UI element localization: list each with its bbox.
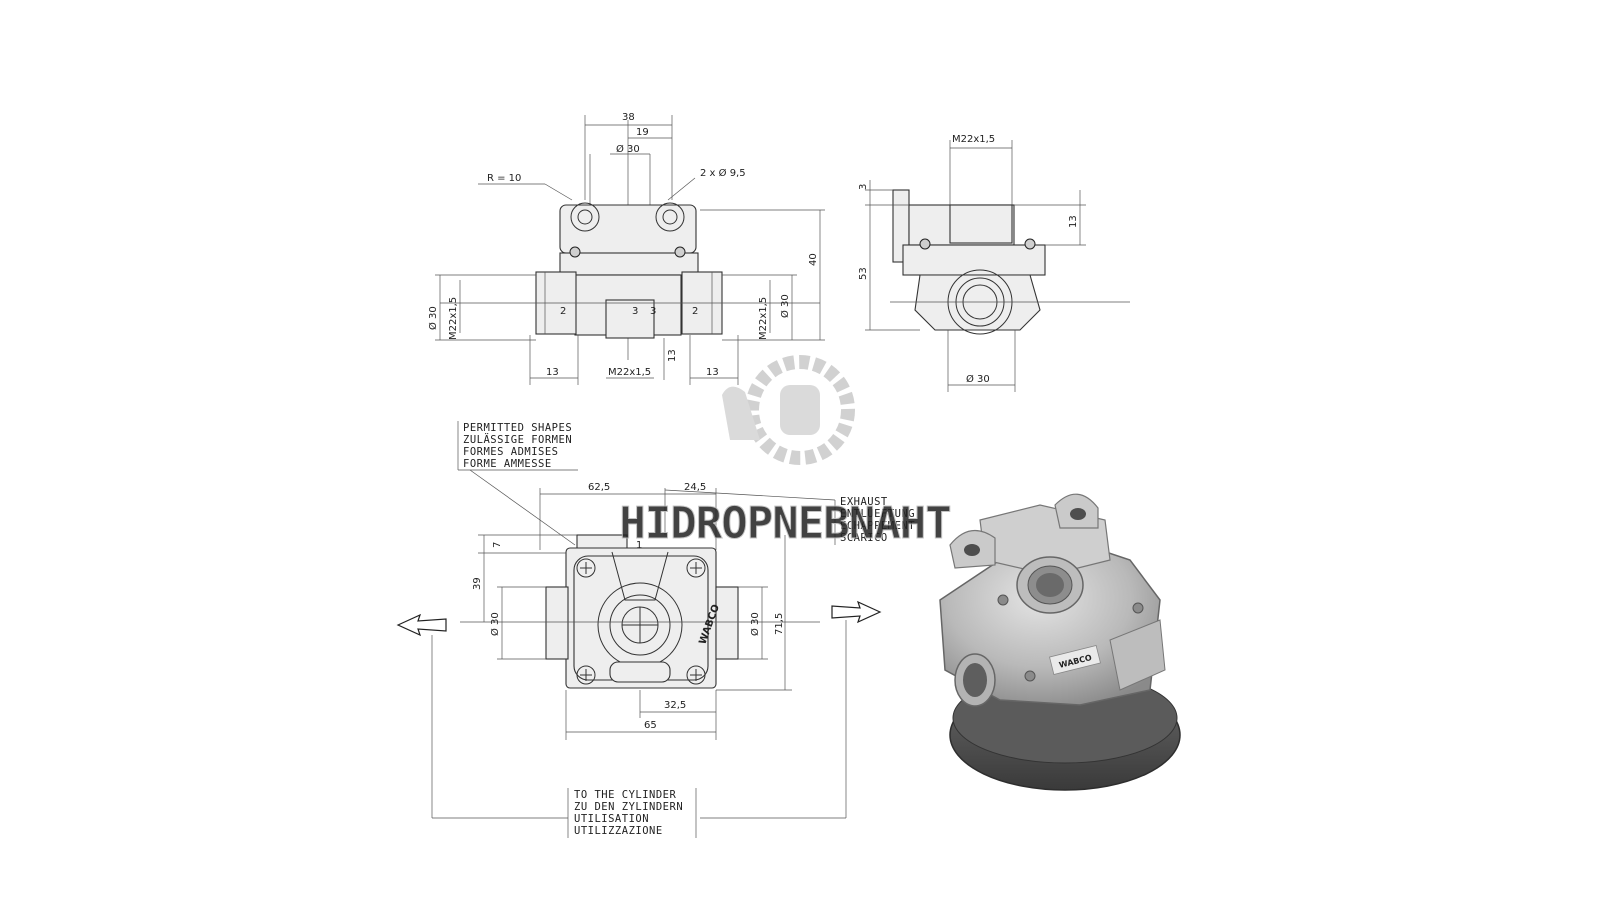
side-view: M22x1,5 3 53 13 Ø 30 (858, 134, 1130, 392)
exhaust-note: EXHAUST ENTLUEFTUNG ECHAPPEMENT SCARICO (664, 489, 915, 545)
dim-thread-top: M22x1,5 (952, 134, 995, 145)
port-1: 1 (636, 540, 642, 551)
valve-photo: WABCO (939, 493, 1181, 791)
dim-thread-right: M22x1,5 (758, 297, 769, 340)
dim-diameter-30-left: Ø 30 (427, 306, 439, 330)
dim-diameter-30-right: Ø 30 (779, 294, 791, 318)
dim-thread-left: M22x1,5 (448, 297, 459, 340)
to-cylinder-de: ZU DEN ZYLINDERN (574, 801, 683, 813)
dim-radius: R = 10 (487, 173, 521, 184)
dim-diameter-30-side: Ø 30 (966, 373, 990, 385)
flow-arrow-right (831, 600, 882, 624)
to-cylinder-fr: UTILISATION (574, 813, 649, 825)
watermark-logo (722, 355, 855, 465)
dim-13-bottom: 13 (667, 349, 678, 362)
watermark: HIDROPNEBNAHT (619, 355, 952, 550)
dim-holes: 2 x Ø 9,5 (700, 167, 746, 179)
dim-13-side: 13 (1068, 215, 1079, 228)
exhaust-en: EXHAUST (840, 496, 888, 508)
permitted-shapes-it: FORME AMMESSE (463, 458, 552, 470)
dim-thread-bottom: M22x1,5 (608, 367, 651, 378)
dim-71-5: 71,5 (774, 613, 785, 635)
dim-40: 40 (808, 253, 819, 266)
to-cylinder-en: TO THE CYLINDER (574, 789, 677, 801)
lower-body (914, 274, 1041, 331)
exhaust-fr: ECHAPPEMENT (840, 520, 915, 532)
dim-53: 53 (858, 267, 869, 280)
exhaust-port (605, 299, 655, 339)
exhaust-it: SCARICO (840, 532, 888, 544)
flow-arrow-left (396, 613, 447, 637)
dim-diameter-30-top-left: Ø 30 (489, 612, 501, 636)
exhaust-de: ENTLUEFTUNG (840, 508, 915, 520)
dim-19: 19 (636, 127, 649, 138)
right-port (715, 586, 739, 660)
permitted-shapes-en: PERMITTED SHAPES (463, 422, 572, 434)
dim-38: 38 (622, 112, 635, 123)
top-view: PERMITTED SHAPES ZULÄSSIGE FORMEN FORMES… (396, 421, 915, 838)
to-cylinder-it: UTILIZZAZIONE (574, 825, 663, 837)
screw-top-right (686, 558, 706, 578)
permitted-shapes-fr: FORMES ADMISES (463, 446, 559, 458)
dim-diameter-30-top: Ø 30 (616, 143, 640, 155)
dim-39: 39 (472, 577, 483, 590)
port-3-b: 3 (650, 306, 656, 317)
dim-diameter-30-top-right: Ø 30 (749, 612, 761, 636)
screw-bottom-right (686, 665, 706, 685)
screw-bottom-left (576, 665, 596, 685)
dim-32-5: 32,5 (664, 700, 686, 711)
dim-62-5: 62,5 (588, 482, 610, 493)
permitted-shapes-de: ZULÄSSIGE FORMEN (463, 433, 572, 446)
port-2-right: 2 (692, 306, 698, 317)
inlet-port (949, 204, 1013, 244)
to-cylinder-note: TO THE CYLINDER ZU DEN ZYLINDERN UTILISA… (567, 788, 697, 838)
dim-24-5: 24,5 (684, 482, 706, 493)
dim-65: 65 (644, 720, 657, 731)
screw-top-left (576, 558, 596, 578)
port-3-a: 3 (632, 306, 638, 317)
left-port (545, 586, 569, 660)
dim-13-right: 13 (706, 367, 719, 378)
permitted-shapes-note: PERMITTED SHAPES ZULÄSSIGE FORMEN FORMES… (457, 421, 578, 546)
middle-body (902, 244, 1046, 276)
front-view: 38 19 Ø 30 2 x Ø 9,5 R = 10 2 2 3 3 Ø 30 (427, 112, 825, 385)
dim-7: 7 (492, 542, 503, 548)
dim-13-left: 13 (546, 367, 559, 378)
watermark-text: HIDROPNEBNAHT (619, 498, 950, 549)
port-2-left: 2 (560, 306, 566, 317)
dim-3: 3 (858, 184, 869, 190)
